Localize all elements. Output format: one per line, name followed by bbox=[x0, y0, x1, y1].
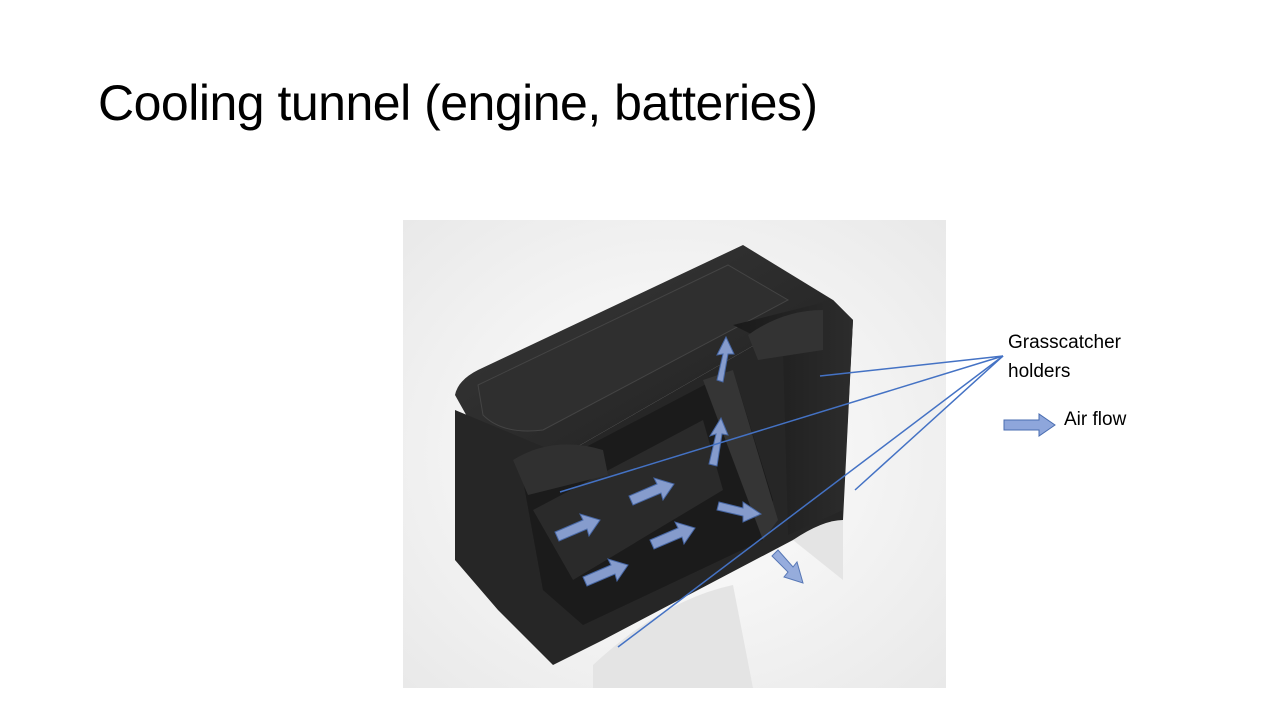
cooling-tunnel-render bbox=[403, 220, 946, 688]
right-arrow-icon bbox=[1003, 413, 1057, 442]
callout-line-1: Grasscatcher bbox=[1008, 332, 1121, 353]
callout-line-2: holders bbox=[1008, 361, 1071, 382]
grasscatcher-holders-label: Grasscatcher holders bbox=[1008, 328, 1121, 386]
air-flow-legend-label: Air flow bbox=[1064, 409, 1127, 430]
slide-title: Cooling tunnel (engine, batteries) bbox=[98, 75, 818, 131]
